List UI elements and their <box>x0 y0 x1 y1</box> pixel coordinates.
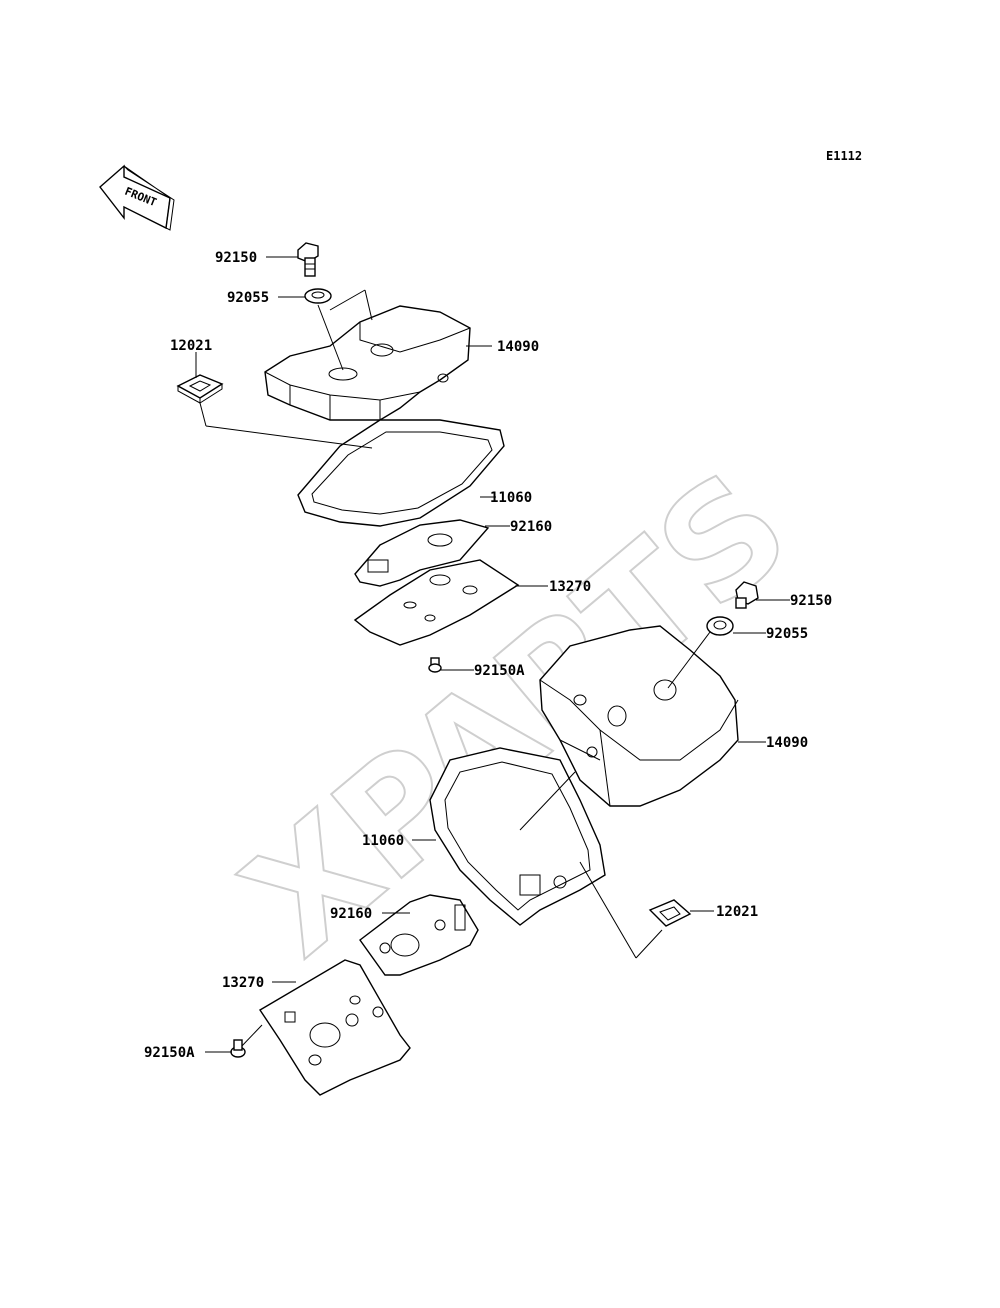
screw-bottom-icon <box>230 1039 246 1058</box>
callout-cover-right: 14090 <box>766 735 808 751</box>
callout-plate-top: 13270 <box>549 579 591 595</box>
callout-gasket-top: 11060 <box>490 490 532 506</box>
cap-top-icon <box>176 374 224 404</box>
plate-gasket-top-icon <box>354 519 490 587</box>
cover-top-icon <box>264 305 471 421</box>
bolt-top-icon <box>297 242 319 277</box>
plate-gasket-bottom-icon <box>359 894 479 976</box>
screw-top-icon <box>428 657 442 673</box>
front-arrow-icon: FRONT <box>99 164 175 231</box>
callout-washer-right: 92055 <box>766 626 808 642</box>
callout-plate-bottom: 13270 <box>222 975 264 991</box>
plate-top-icon <box>353 559 520 646</box>
callout-bolt-right: 92150 <box>790 593 832 609</box>
callout-cover-top: 14090 <box>497 339 539 355</box>
washer-top-icon <box>304 288 332 304</box>
callout-plate-gasket-bottom: 92160 <box>330 906 372 922</box>
callout-screw-bottom: 92150A <box>144 1045 195 1061</box>
callout-washer-top: 92055 <box>227 290 269 306</box>
plate-bottom-icon <box>259 959 411 1096</box>
callout-bolt-top: 92150 <box>215 250 257 266</box>
bolt-right-icon <box>735 581 759 609</box>
callout-screw-top: 92150A <box>474 663 525 679</box>
callout-cap-top: 12021 <box>170 338 212 354</box>
callout-cap-bottom: 12021 <box>716 904 758 920</box>
callout-gasket-bottom: 11060 <box>362 833 404 849</box>
washer-right-icon <box>706 616 734 636</box>
diagram-code: E1112 <box>826 149 862 163</box>
cover-right-icon <box>539 625 739 807</box>
cap-bottom-icon <box>648 899 692 927</box>
callout-plate-gasket-top: 92160 <box>510 519 552 535</box>
gasket-top-icon <box>297 419 505 527</box>
